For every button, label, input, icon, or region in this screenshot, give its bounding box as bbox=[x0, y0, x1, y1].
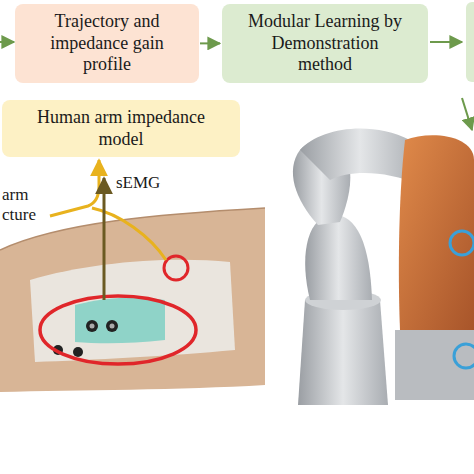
semg-arrow bbox=[103, 178, 106, 300]
highlight-circle bbox=[40, 296, 196, 364]
posture-arrow bbox=[50, 160, 99, 216]
signal-name: sEMG bbox=[116, 174, 160, 193]
input-name: cture bbox=[2, 206, 36, 225]
flow-arrow bbox=[200, 42, 220, 44]
box-text: Trajectory and impedance gain profile bbox=[37, 11, 177, 76]
highlight-circle bbox=[454, 344, 474, 368]
flow-arrow bbox=[0, 41, 14, 43]
electrode-patch bbox=[75, 297, 165, 343]
box-text: Human arm impedance model bbox=[26, 107, 216, 150]
sensor-band bbox=[30, 260, 235, 362]
flow-arrow bbox=[462, 98, 472, 130]
robot-base bbox=[298, 300, 388, 405]
arm bbox=[0, 208, 265, 392]
highlight-circle bbox=[450, 231, 474, 255]
input-name: arm bbox=[2, 186, 28, 205]
highlight-circle bbox=[164, 256, 188, 280]
process-box: Modular Learning by Demonstration method bbox=[222, 4, 428, 83]
model-box: Human arm impedance model bbox=[2, 100, 240, 157]
box-text: Modular Learning by Demonstration method bbox=[245, 11, 405, 76]
robot-wrist bbox=[399, 135, 474, 330]
process-box: Trajectory and impedance gain profile bbox=[15, 4, 199, 83]
flow-arrow bbox=[430, 41, 462, 43]
cut-box bbox=[466, 2, 474, 82]
